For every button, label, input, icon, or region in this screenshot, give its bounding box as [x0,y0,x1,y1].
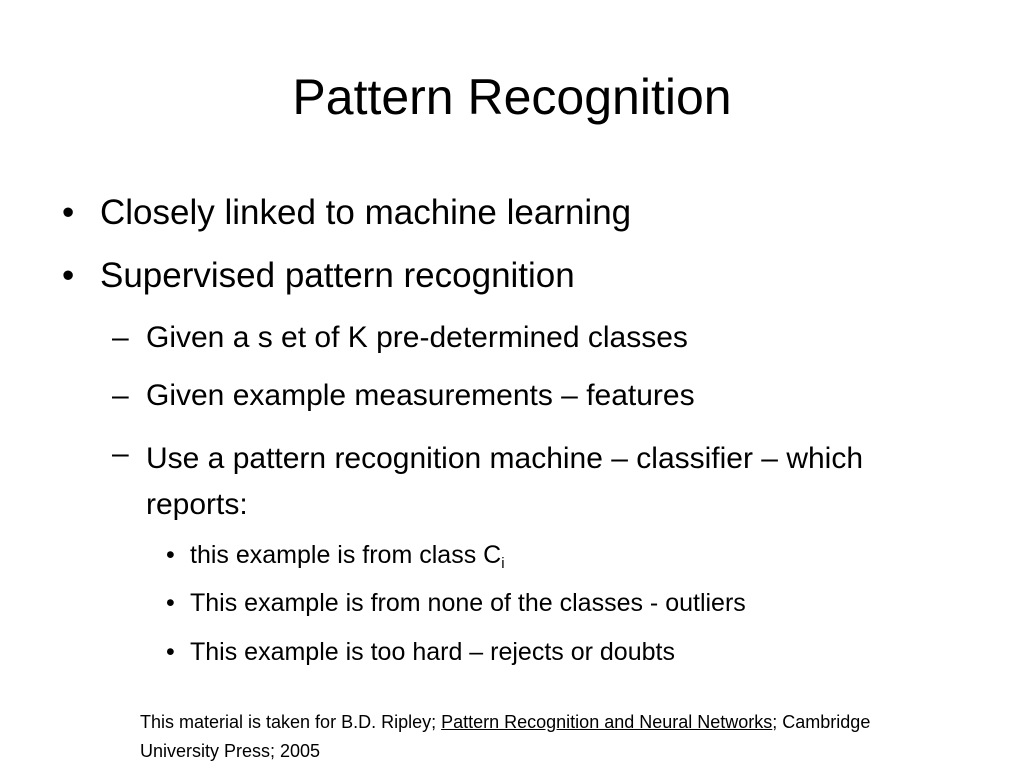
class-text: this example is from class C [190,541,502,569]
citation-book-link[interactable]: Pattern Recognition and Neural Networks [441,712,773,732]
citation-suffix: ; Cambridge University Press; 2005 [140,712,871,761]
dash-icon: – [112,379,129,412]
sub-bullet-text: Given a s et of K pre-determined classes [146,321,688,354]
bullet-dot-icon: • [166,541,175,569]
sub-sub-bullet-text: this example is from class Ci [190,540,505,579]
slide-title: Pattern Recognition [292,69,732,125]
bullet-text: Closely linked to machine learning [100,193,632,232]
bullet-dot-icon: • [166,638,175,666]
sub-sub-bullet-text: This example is too hard – rejects or do… [190,638,675,666]
sub-sub-bullet-text: This example is from none of the classes… [190,589,746,617]
class-subscript: i [501,555,505,572]
dash-icon: – [112,437,129,470]
sub-bullet-text: Given example measurements – features [146,379,695,412]
citation-footer: This material is taken for B.D. Ripley; … [140,708,900,766]
bullet-dot-icon: • [62,256,75,295]
sub-bullet-text: Use a pattern recognition machine – clas… [146,442,864,521]
dash-icon: – [112,321,129,354]
bullet-dot-icon: • [62,193,75,232]
bullet-text: Supervised pattern recognition [100,256,575,295]
citation-prefix: This material is taken for B.D. Ripley; [140,712,442,732]
bullet-dot-icon: • [166,589,175,617]
